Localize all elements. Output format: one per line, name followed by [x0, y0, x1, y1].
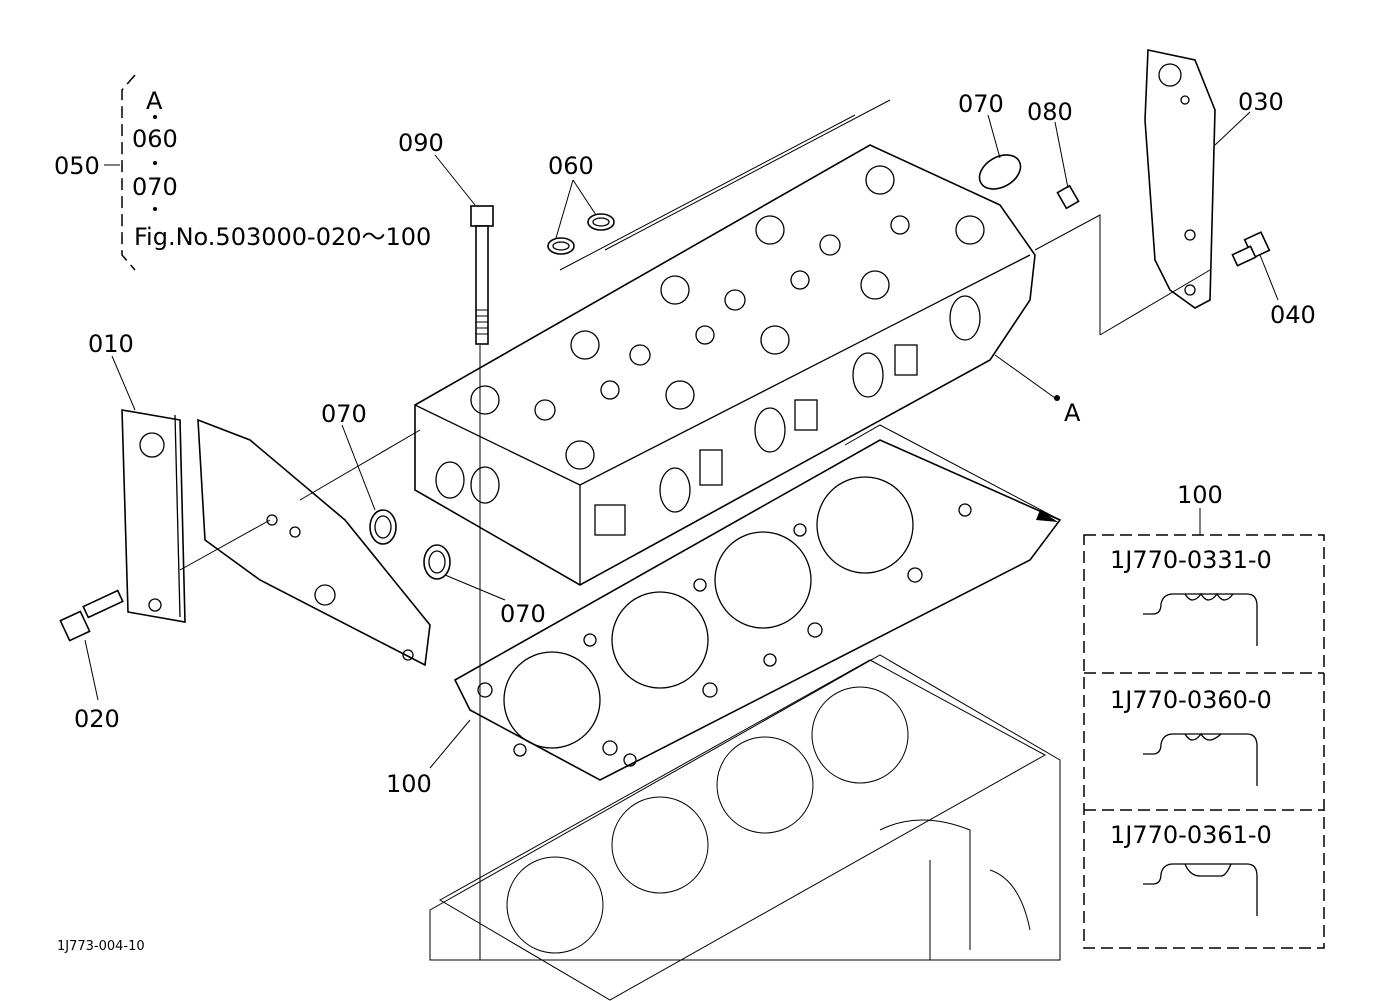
variant-part-number-3: 1J770-0361-0: [1110, 821, 1272, 849]
o-ring-060: [547, 213, 615, 255]
plate-030: [1144, 49, 1216, 309]
arrow-head-icon: [1036, 510, 1058, 522]
callout-070-top: 070: [958, 90, 1004, 118]
callout-050: 050: [54, 152, 100, 180]
kit-bullets: [153, 115, 157, 211]
plug-070-left: [369, 509, 397, 545]
variant-part-number-2: 1J770-0360-0: [1110, 686, 1272, 714]
callout-080: 080: [1027, 98, 1073, 126]
bolt-090: [470, 205, 494, 345]
plate-010: [121, 409, 186, 623]
bracket-plate: [197, 418, 431, 667]
cylinder-head-gasket: [453, 439, 1062, 781]
gasket-leader: [844, 424, 1061, 521]
plug-070-bottom: [423, 544, 451, 580]
leader-lines: [84, 99, 1279, 960]
kit-item-070: 070: [132, 173, 178, 201]
cylinder-head: [414, 144, 1036, 586]
plug-080: [1056, 184, 1080, 210]
callout-100-box: 100: [1177, 481, 1223, 509]
kit-item-060: 060: [132, 125, 178, 153]
gasket-profile-1: [1143, 592, 1258, 646]
drawing-number: 1J773-004-10: [57, 939, 145, 954]
plug-070-top: [978, 154, 1022, 190]
callout-100-gasket: 100: [386, 770, 432, 798]
kit-bracket: [121, 74, 136, 271]
callout-060: 060: [548, 152, 594, 180]
variant-part-number-1: 1J770-0331-0: [1110, 546, 1272, 574]
bolt-020: [59, 589, 124, 642]
bolt-040: [1231, 231, 1271, 267]
reference-dot-a: [1054, 395, 1060, 401]
cylinder-block-outline: [429, 654, 1061, 1001]
kit-item-a: A: [146, 87, 163, 115]
reference-a: A: [1064, 399, 1081, 427]
callout-070-left: 070: [321, 400, 367, 428]
callout-090: 090: [398, 129, 444, 157]
callout-040: 040: [1270, 301, 1316, 329]
gasket-profile-2: [1143, 732, 1258, 786]
gasket-variants-box: [1083, 534, 1325, 949]
callout-020: 020: [74, 705, 120, 733]
kit-item-fig-ref: Fig.No.503000-020～100: [134, 223, 431, 251]
gasket-profile-3: [1143, 863, 1258, 916]
callout-030: 030: [1238, 88, 1284, 116]
callout-010: 010: [88, 330, 134, 358]
callout-070-bottom: 070: [500, 600, 546, 628]
